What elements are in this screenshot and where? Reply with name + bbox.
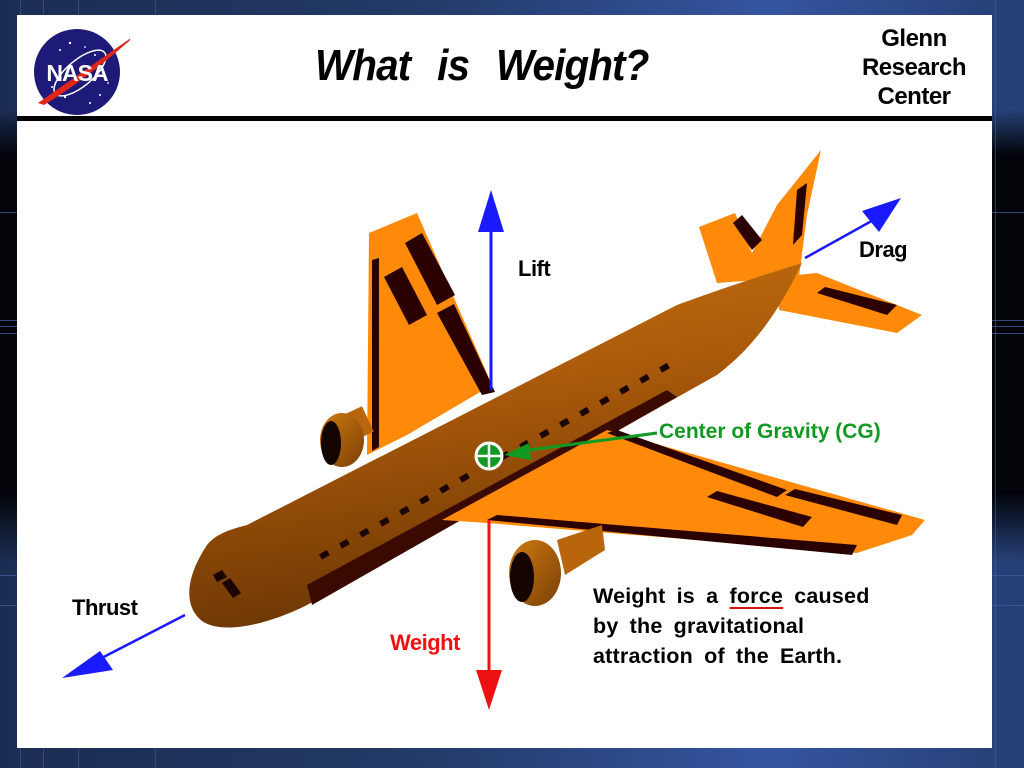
airplane-diagram bbox=[62, 150, 925, 710]
drag-arrow bbox=[804, 198, 901, 260]
header-divider bbox=[17, 116, 992, 121]
upper-wing bbox=[367, 213, 495, 455]
caption-text: Weight is a bbox=[593, 584, 730, 608]
lift-label: Lift bbox=[518, 256, 551, 281]
thrust-label: Thrust bbox=[72, 595, 138, 620]
cg-label: Center of Gravity (CG) bbox=[659, 420, 881, 443]
tail bbox=[699, 150, 922, 333]
caption-line-1: Weight is a force caused bbox=[593, 581, 870, 611]
weight-arrow bbox=[476, 520, 502, 710]
drag-label: Drag bbox=[859, 237, 908, 262]
center-name-line: Glenn bbox=[881, 25, 947, 52]
weight-definition: Weight is a force caused by the gravitat… bbox=[593, 581, 870, 671]
right-engine bbox=[509, 525, 605, 606]
thrust-arrow bbox=[62, 613, 186, 678]
weight-label: Weight bbox=[390, 630, 460, 655]
center-name: Glenn Research Center bbox=[849, 24, 979, 111]
page-title: What is Weight? bbox=[315, 41, 649, 90]
center-name-line: Research bbox=[861, 54, 967, 81]
nasa-logo-icon: NASA bbox=[34, 29, 130, 115]
svg-text:NASA: NASA bbox=[46, 60, 108, 86]
background-line bbox=[995, 0, 996, 768]
lower-wing bbox=[442, 430, 925, 555]
caption-text: caused bbox=[783, 584, 870, 608]
cg-marker-icon bbox=[474, 441, 504, 471]
caption-line-3: attraction of the Earth. bbox=[593, 644, 843, 668]
center-name-line: Center bbox=[877, 83, 951, 110]
force-link[interactable]: force bbox=[729, 584, 784, 608]
header: NASA What is Weight? Glenn Research Cent… bbox=[17, 15, 992, 121]
cg-pointer-arrow bbox=[504, 431, 658, 460]
lift-arrow bbox=[478, 190, 504, 390]
caption-line-2: by the gravitational bbox=[593, 614, 805, 638]
left-engine bbox=[320, 406, 374, 467]
slide-panel: NASA What is Weight? Glenn Research Cent… bbox=[17, 15, 992, 748]
